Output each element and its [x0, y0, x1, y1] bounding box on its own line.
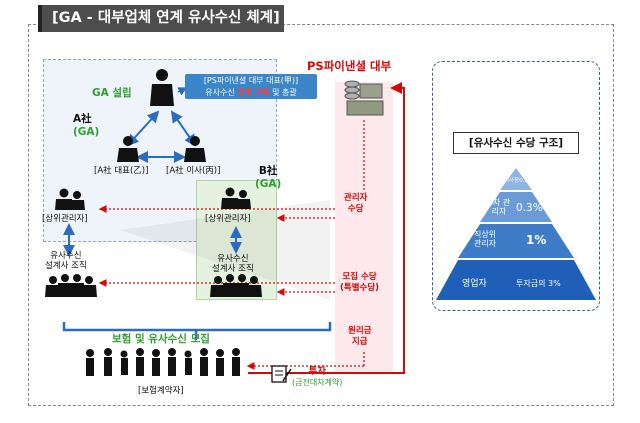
contract-document-icon	[271, 365, 292, 383]
recruit-fee-label: 모집 수당 (특별수당)	[340, 272, 380, 293]
ps-payment-column	[335, 82, 393, 372]
contractors-label: [보험계약자]	[138, 386, 184, 396]
ga-setup-label: GA 설립	[92, 87, 132, 99]
pyramid-level-2-name: 2차 관리자	[487, 198, 511, 216]
ps-rep-line1: [PS파이낸셜 대부 대표(甲)]	[203, 76, 299, 85]
a-ceo-figure-icon	[150, 69, 174, 106]
pyramid-level-4	[436, 260, 596, 300]
upper-manager-left-icon	[55, 188, 85, 210]
ps-rep-tag: [PS파이낸셜 대부 대표(甲)] 유사수신 전체 기획 및 총괄	[185, 74, 317, 99]
pyramid-level-2	[480, 192, 552, 222]
pyramid-level-4-rate: 투자금의 3%	[516, 279, 561, 288]
a-rep-icon	[117, 136, 139, 162]
ps-financial-header: PS파이낸셜 대부	[307, 59, 392, 73]
pyramid-level-3	[458, 224, 574, 258]
recruit-label: 보험 및 유사수신 모집	[112, 333, 210, 345]
recruiter-org-left-label: 유사수신 설계사 조직	[45, 251, 87, 271]
recruiter-group-left-icon	[45, 274, 97, 297]
pyramid-level-3-rate: 1%	[526, 233, 547, 247]
investment-flow-arrow	[248, 82, 405, 374]
manager-fee-label: 관리자 수당	[344, 193, 368, 214]
a-director-icon	[184, 136, 206, 162]
company-b-label: B社 (GA)	[255, 165, 282, 190]
invest-label: 투자 (금전대차계약)	[292, 366, 343, 387]
company-a-label: A社 (GA)	[73, 113, 100, 138]
pyramid-level-4-name: 영업자	[462, 279, 487, 289]
principal-payment-label: 원리금 지급	[348, 326, 372, 347]
ps-rep-line2: 유사수신 전체 기획 및 총괄	[205, 87, 297, 97]
recruit-bracket	[62, 322, 332, 332]
outer-frame	[28, 24, 614, 406]
money-stack-icon	[344, 80, 384, 116]
pyramid-chart	[436, 168, 596, 300]
pyramid-level-1	[500, 168, 532, 190]
contractors-icon	[86, 348, 240, 376]
pyramid-level-2-rate: 0.3%	[516, 202, 543, 214]
recruiter-org-right-label: 유사수신 설계사 조직	[212, 254, 254, 274]
pyramid-title: [유사수신 수당 구조]	[453, 132, 579, 154]
page-title: [GA - 대부업체 연계 유사수신 체계]	[38, 5, 284, 32]
triangle-edge-left	[126, 110, 160, 147]
recruiter-group-right-icon	[210, 274, 262, 297]
upper-manager-right-label: [상위관리자]	[205, 214, 251, 224]
upper-manager-right-icon	[221, 187, 251, 209]
upper-manager-left-label: [상위관리자]	[42, 214, 88, 224]
a-rep-label: [A社 대표(乙)]	[94, 166, 149, 176]
pyramid-level-1-label: 지사장0.2%	[504, 178, 534, 184]
pyramid-level-3-name: 직상위 관리자	[473, 230, 497, 248]
a-director-label: [A社 이사(丙)]	[166, 166, 221, 176]
watermark-graphic	[120, 200, 330, 300]
